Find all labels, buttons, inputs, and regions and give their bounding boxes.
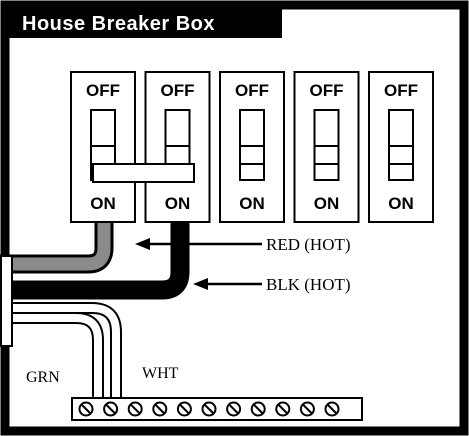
wires xyxy=(0,222,190,400)
breaker-on-label: ON xyxy=(90,194,116,213)
breaker-on-label: ON xyxy=(239,194,265,213)
terminal-screw-icon xyxy=(152,401,168,417)
red-wire-label: RED (HOT) xyxy=(266,235,351,254)
breaker-on-label: ON xyxy=(314,194,340,213)
cable-clamp xyxy=(0,255,13,347)
terminal-screw-icon xyxy=(176,401,192,417)
terminal-screw-icon xyxy=(103,401,119,417)
breaker-off-label: OFF xyxy=(310,81,344,100)
handle-tie-bar xyxy=(92,163,195,183)
breaker-5: OFF ON xyxy=(368,71,434,223)
breaker-4: OFF ON xyxy=(293,71,360,223)
terminal-screw-icon xyxy=(275,401,291,417)
terminal-bar xyxy=(71,397,363,421)
terminal-screw-icon xyxy=(78,401,94,417)
terminal-screws xyxy=(78,401,340,417)
ground-wire-label: GRN xyxy=(26,369,60,386)
black-wire-callout: BLK (HOT) xyxy=(193,275,351,294)
breaker-2: OFF ON xyxy=(144,71,211,223)
terminal-screw-icon xyxy=(250,401,266,417)
breaker-3: OFF ON xyxy=(219,71,285,223)
terminal-screw-icon xyxy=(299,401,315,417)
red-wire-callout: RED (HOT) xyxy=(135,235,351,254)
white-wire-label: WHT xyxy=(142,365,179,382)
black-wire-label: BLK (HOT) xyxy=(266,275,351,294)
terminal-screw-icon xyxy=(127,401,143,417)
terminal-screw-icon xyxy=(324,401,340,417)
breaker-1: OFF ON xyxy=(70,71,136,223)
arrow-left-icon xyxy=(193,278,208,290)
title-bar xyxy=(5,5,282,38)
arrow-left-icon xyxy=(135,238,150,250)
diagram-title: House Breaker Box xyxy=(22,13,215,35)
breaker-off-label: OFF xyxy=(161,81,195,100)
black-wire xyxy=(0,222,190,300)
breaker-on-label: ON xyxy=(165,194,191,213)
breaker-off-label: OFF xyxy=(86,81,120,100)
terminal-screw-icon xyxy=(201,401,217,417)
breaker-row: OFF ON OFF ON OFF ON OFF ON OFF ON xyxy=(70,71,434,223)
breaker-on-label: ON xyxy=(388,194,414,213)
terminal-screw-icon xyxy=(226,401,242,417)
breaker-off-label: OFF xyxy=(235,81,269,100)
breaker-off-label: OFF xyxy=(384,81,418,100)
